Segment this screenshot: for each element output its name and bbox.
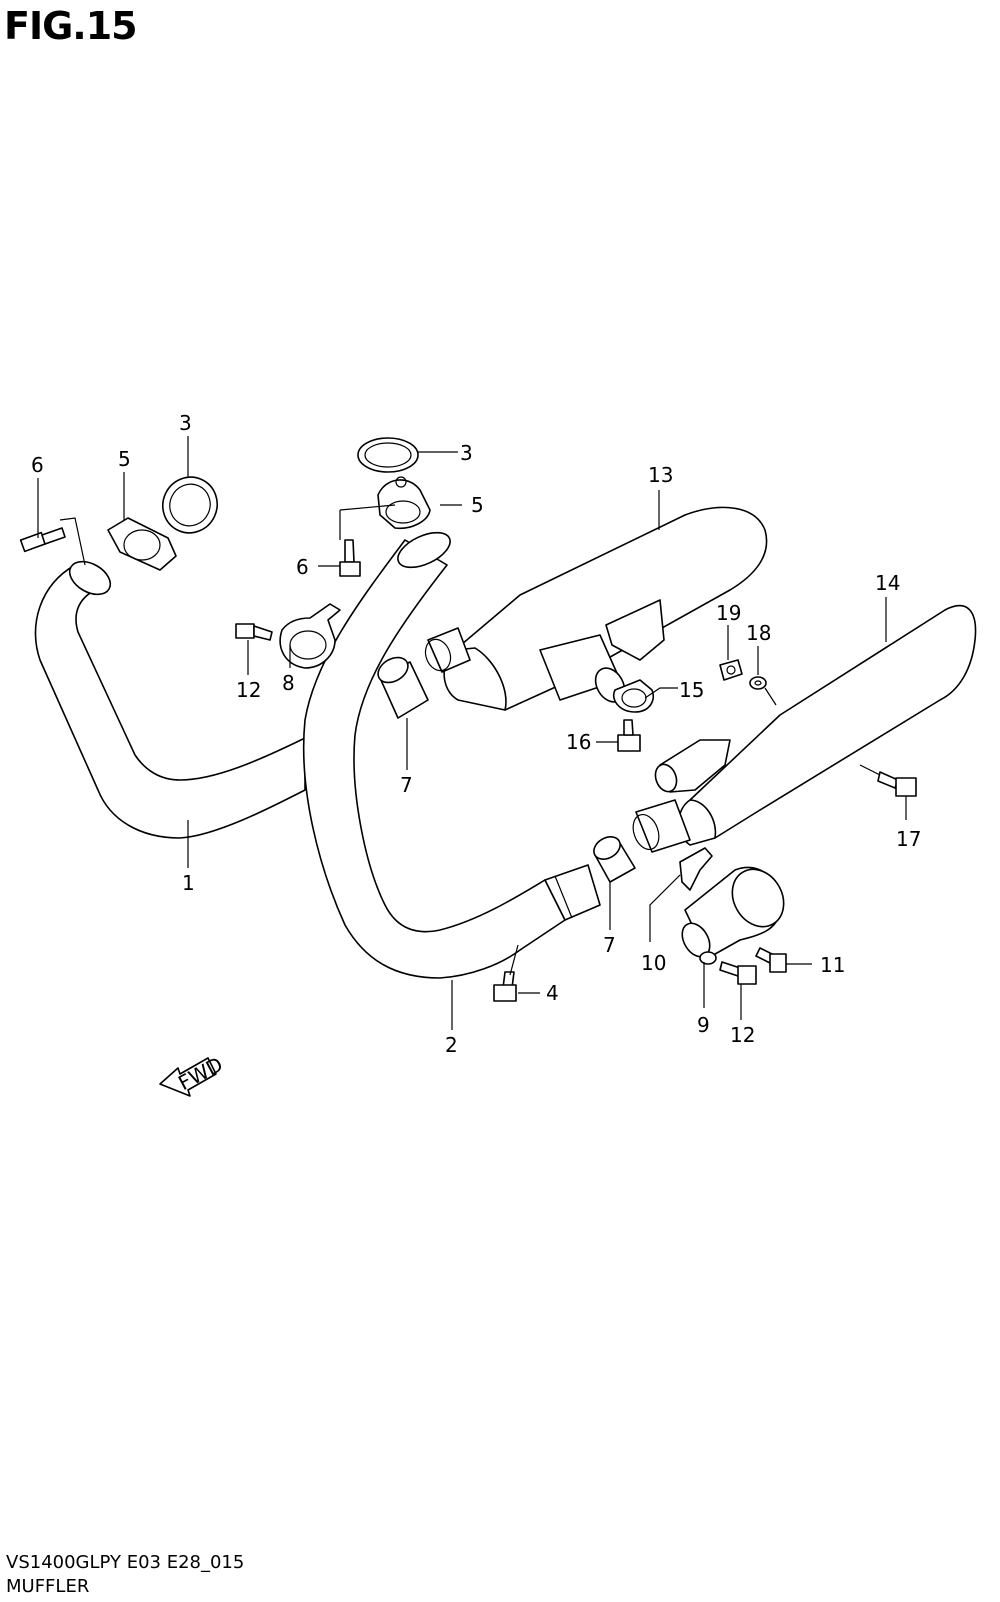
- bolt-4: [493, 971, 517, 1002]
- callout-7-upper: 7: [400, 773, 413, 797]
- spacer-7-upper: [377, 656, 429, 719]
- flange-5-right: [377, 476, 431, 530]
- callout-15: 15: [679, 678, 704, 702]
- leader-lines: [37, 436, 907, 1030]
- muffler-14: [632, 604, 977, 853]
- callout-17: 17: [896, 827, 921, 851]
- callout-6-left: 6: [31, 453, 44, 477]
- callout-3-left: 3: [179, 411, 192, 435]
- heat-shield: [681, 866, 785, 959]
- callout-11: 11: [820, 953, 845, 977]
- callout-14: 14: [875, 571, 900, 595]
- washer-18: [749, 676, 767, 690]
- callout-13: 13: [648, 463, 673, 487]
- fwd-label: FWD: [174, 1052, 226, 1095]
- callout-2: 2: [445, 1033, 458, 1057]
- spacer-7-lower: [593, 836, 636, 883]
- clamp-9: [699, 951, 717, 965]
- callout-5-right: 5: [471, 493, 484, 517]
- callout-labels: 3 6 5 3 5 6 13 14 19 18 12 8 15 7 16 17 …: [31, 411, 921, 1057]
- callout-9: 9: [697, 1013, 710, 1037]
- bolt-16: [617, 719, 641, 752]
- section-name: MUFFLER: [6, 1576, 90, 1597]
- flange-5-left: [107, 517, 177, 571]
- callout-12-lower: 12: [730, 1023, 755, 1047]
- figure-title: FIG.15: [4, 4, 138, 48]
- bolt-12-lower: [719, 961, 757, 985]
- callout-10: 10: [641, 951, 666, 975]
- callout-4: 4: [546, 981, 559, 1005]
- nut-19: [719, 659, 743, 681]
- callout-3-right: 3: [460, 441, 473, 465]
- exhaust-pipe-1: [34, 560, 306, 839]
- exhaust-pipe-2: [302, 531, 601, 979]
- callout-16: 16: [566, 730, 591, 754]
- bolt-17: [877, 771, 917, 797]
- model-code: VS1400GLPY E03 E28_015: [6, 1552, 245, 1573]
- callout-12-left: 12: [236, 678, 261, 702]
- gasket-3-left: [162, 476, 218, 534]
- callout-8: 8: [282, 671, 295, 695]
- callout-5-left: 5: [118, 447, 131, 471]
- callout-19: 19: [716, 601, 741, 625]
- bolt-11: [755, 947, 787, 973]
- bolt-6-right: [339, 539, 361, 577]
- bolt-6-left: [19, 527, 66, 553]
- forward-direction-arrow-icon: FWD: [159, 1052, 227, 1097]
- bolt-12-left: [235, 623, 273, 641]
- callout-1: 1: [182, 871, 195, 895]
- gasket-3-right: [357, 437, 419, 473]
- muffler-13: [424, 506, 768, 711]
- callout-18: 18: [746, 621, 771, 645]
- callout-6-right: 6: [296, 555, 309, 579]
- callout-7-lower: 7: [603, 933, 616, 957]
- bracket-10: [679, 847, 713, 891]
